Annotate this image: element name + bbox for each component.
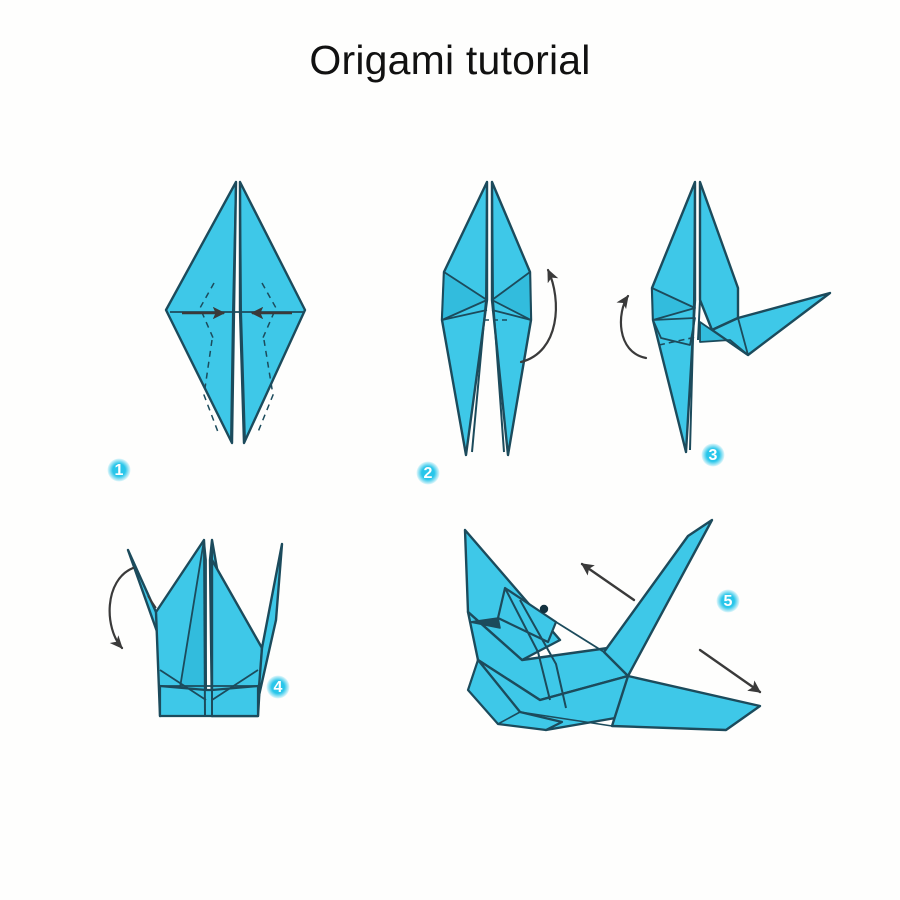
- paper-tail: [610, 674, 762, 732]
- center-edge-left: [230, 181, 237, 442]
- base-crease-right: [211, 669, 259, 701]
- step-1-badge[interactable]: 1: [107, 458, 131, 482]
- circle-number-3-icon[interactable]: [701, 443, 725, 467]
- center-edge-left: [203, 539, 206, 717]
- body-crease-middle: [539, 675, 629, 701]
- step-1-figure: [164, 180, 307, 445]
- wing-crease: [737, 317, 749, 356]
- body-crease-belly: [497, 711, 521, 725]
- body-crease-back: [555, 621, 605, 653]
- circle-number-2-icon[interactable]: [416, 461, 440, 485]
- paper-panel-right: [698, 180, 740, 332]
- paper-flap-left-lower: [652, 317, 696, 346]
- center-edge-right: [239, 181, 246, 442]
- circle-number-5-icon[interactable]: [716, 589, 740, 613]
- body-crease-lower: [519, 711, 613, 727]
- curved-arrow-down-icon: [108, 566, 135, 650]
- paper-flap-left: [651, 287, 696, 321]
- step-3-badge[interactable]: 3: [701, 443, 725, 467]
- arrow-up-left-icon: [580, 562, 636, 602]
- neck-line-outer: [504, 587, 551, 701]
- step-4-number: 4: [274, 679, 283, 696]
- paper-base-band: [158, 684, 260, 718]
- arrow-down-right-icon: [698, 648, 762, 694]
- step-2-number: 2: [424, 465, 433, 482]
- page-title: Origami tutorial: [309, 37, 591, 83]
- paper-flap-right: [491, 271, 532, 321]
- center-edge-left: [471, 181, 488, 453]
- paper-beak: [469, 617, 501, 629]
- step-5-badge[interactable]: 5: [716, 589, 740, 613]
- step-3-figure: [616, 180, 832, 454]
- paper-wing-underside: [699, 321, 749, 356]
- crease-dashed-right-lower: [257, 339, 274, 433]
- center-edge-right: [697, 182, 701, 341]
- crease-dashed: [658, 336, 697, 346]
- circle-number-4-icon[interactable]: [266, 675, 290, 699]
- fold-tick: [147, 595, 157, 609]
- crease-dashed-left-lower: [203, 339, 219, 433]
- step-2-badge[interactable]: 2: [416, 461, 440, 485]
- step-2-figure: [440, 180, 559, 457]
- curved-arrow-up-icon: [519, 268, 559, 364]
- eye-dot-icon: [539, 604, 549, 614]
- center-edge-right: [491, 181, 505, 453]
- step-4-figure: [108, 538, 284, 718]
- step-3-number: 3: [709, 447, 718, 464]
- paper-wing-right: [602, 518, 714, 678]
- step-4-badge[interactable]: 4: [266, 675, 290, 699]
- step-1-number: 1: [115, 462, 124, 479]
- circle-number-1-icon[interactable]: [107, 458, 131, 482]
- base-crease-left: [159, 669, 207, 701]
- curved-arrow-up-icon: [616, 294, 648, 360]
- step-5-number: 5: [724, 593, 733, 610]
- fold-line-left: [441, 309, 488, 321]
- paper-flap-left: [441, 271, 488, 321]
- fold-line-right: [491, 309, 532, 321]
- step-5-figure: [463, 518, 762, 732]
- center-edge-left: [689, 181, 696, 451]
